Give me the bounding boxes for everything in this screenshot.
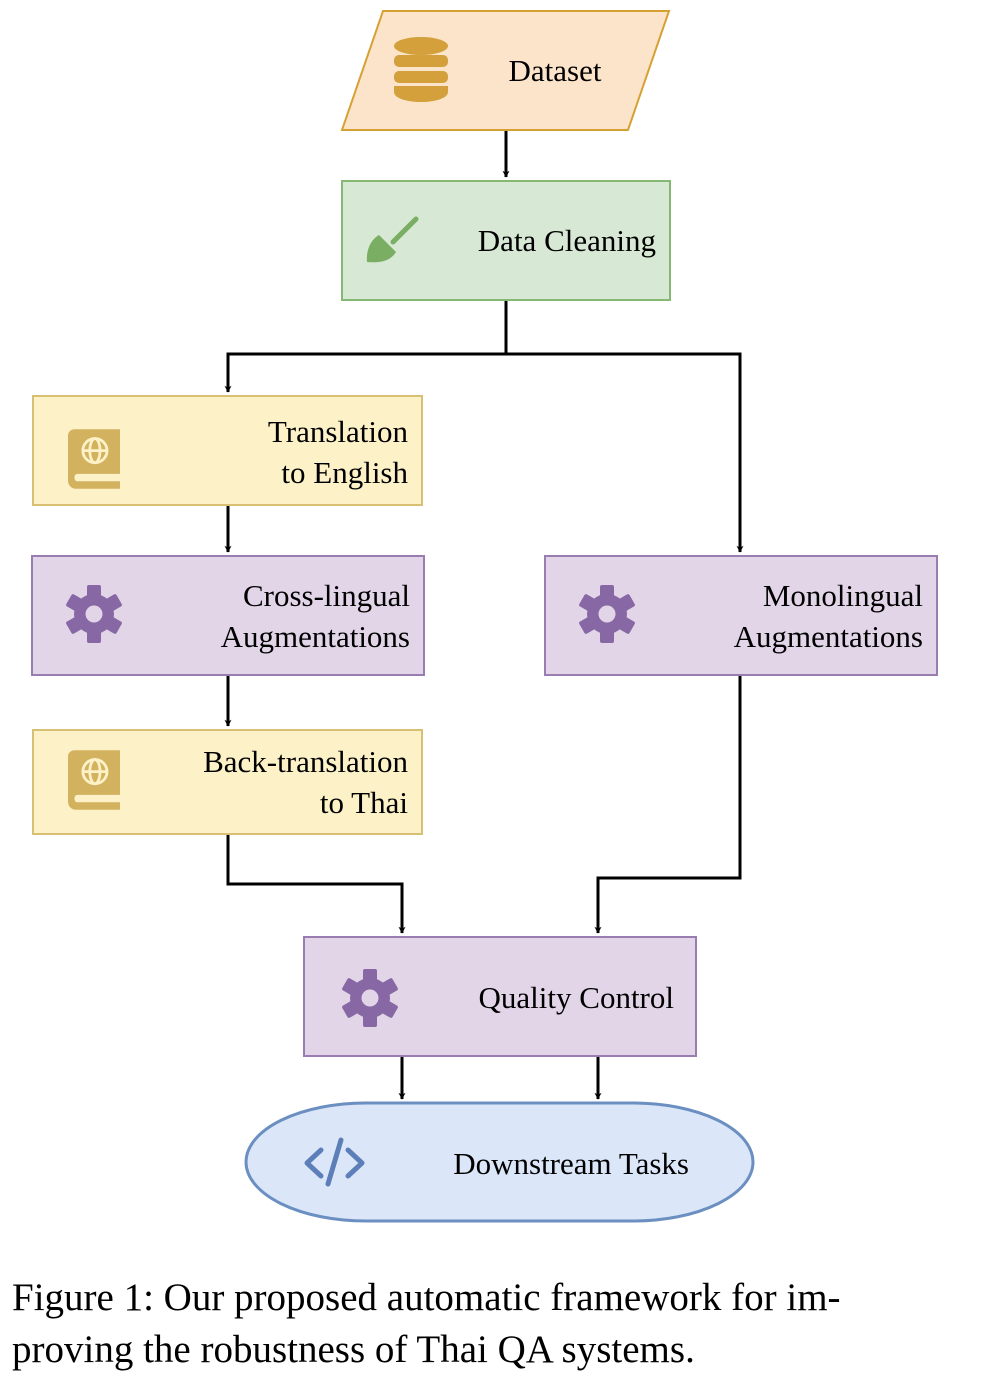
caption-line-1: Figure 1: Our proposed automatic framewo… bbox=[12, 1276, 841, 1319]
back-translation-label-line1: Back-translation bbox=[203, 744, 408, 779]
translation-label-line1: Translation bbox=[268, 414, 409, 449]
database-icon bbox=[394, 37, 448, 102]
arrow-cleaning-to-translation bbox=[224, 300, 508, 393]
monolingual-label-line1: Monolingual bbox=[763, 578, 923, 613]
arrow-cleaning-to-monolingual bbox=[506, 352, 744, 553]
node-dataset: Dataset bbox=[340, 10, 671, 131]
node-quality-control: Quality Control bbox=[303, 936, 697, 1057]
figure-caption: Figure 1: Our proposed automatic framewo… bbox=[12, 1272, 972, 1376]
cross-lingual-label-line2: Augmentations bbox=[221, 619, 410, 654]
flowchart: Dataset Data Cleaning Translation to Eng… bbox=[31, 10, 938, 1223]
downstream-label: Downstream Tasks bbox=[453, 1146, 689, 1181]
downstream-shape bbox=[244, 1101, 755, 1223]
dataset-label: Dataset bbox=[509, 53, 602, 88]
node-back-translation: Back-translation to Thai bbox=[32, 729, 423, 835]
data-cleaning-label: Data Cleaning bbox=[478, 223, 656, 258]
translation-label-line2: to English bbox=[281, 455, 408, 490]
quality-control-label: Quality Control bbox=[479, 980, 674, 1015]
arrow-monolingual-to-quality bbox=[594, 675, 742, 934]
caption-line-2: proving the robustness of Thai QA system… bbox=[12, 1328, 695, 1371]
monolingual-label-line2: Augmentations bbox=[734, 619, 923, 654]
connectors bbox=[224, 130, 744, 1100]
arrow-backtranslation-to-quality bbox=[226, 834, 406, 934]
node-data-cleaning: Data Cleaning bbox=[341, 180, 671, 301]
node-translation-to-english: Translation to English bbox=[32, 395, 423, 506]
code-icon bbox=[304, 1137, 365, 1187]
dataset-shape bbox=[340, 10, 671, 131]
node-downstream-tasks: Downstream Tasks bbox=[244, 1101, 755, 1223]
back-translation-box bbox=[32, 729, 423, 835]
node-cross-lingual: Cross-lingual Augmentations bbox=[31, 555, 425, 676]
cross-lingual-label-line1: Cross-lingual bbox=[243, 578, 410, 613]
node-monolingual: Monolingual Augmentations bbox=[544, 555, 938, 676]
broom-icon bbox=[366, 216, 419, 263]
back-translation-label-line2: to Thai bbox=[320, 785, 408, 820]
